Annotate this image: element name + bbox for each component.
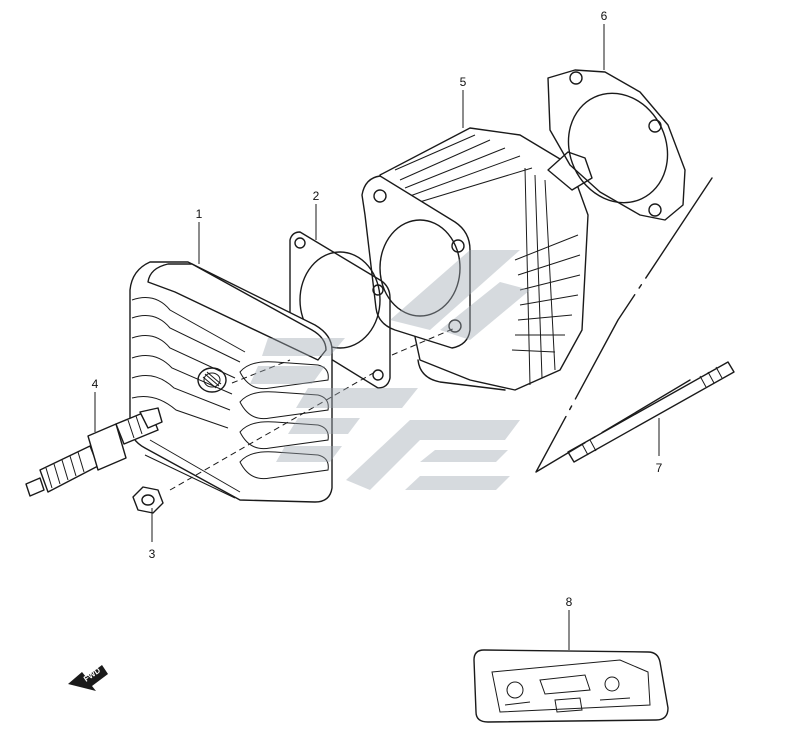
- callout-7: 7: [656, 461, 663, 475]
- cylinder[interactable]: [361, 127, 593, 391]
- callout-2: 2: [313, 189, 320, 203]
- callout-5: 5: [460, 75, 467, 89]
- callout-1: 1: [196, 207, 203, 221]
- spark-plug[interactable]: [25, 407, 163, 497]
- phantom-line: [535, 177, 713, 473]
- watermark-logo: [250, 250, 530, 490]
- callout-3: 3: [149, 547, 156, 561]
- callout-4: 4: [92, 377, 99, 391]
- alignment-line-a: [169, 327, 456, 491]
- cylinder-head[interactable]: [129, 261, 333, 503]
- callout-8: 8: [566, 595, 573, 609]
- stud-bolt[interactable]: [567, 361, 735, 463]
- nut[interactable]: [132, 486, 164, 514]
- callout-6: 6: [601, 9, 608, 23]
- leader-lines: [94, 24, 660, 650]
- forward-direction-arrow: FWD: [68, 665, 108, 691]
- cylinder-base-gasket[interactable]: [547, 69, 686, 221]
- gasket-set[interactable]: [473, 649, 669, 723]
